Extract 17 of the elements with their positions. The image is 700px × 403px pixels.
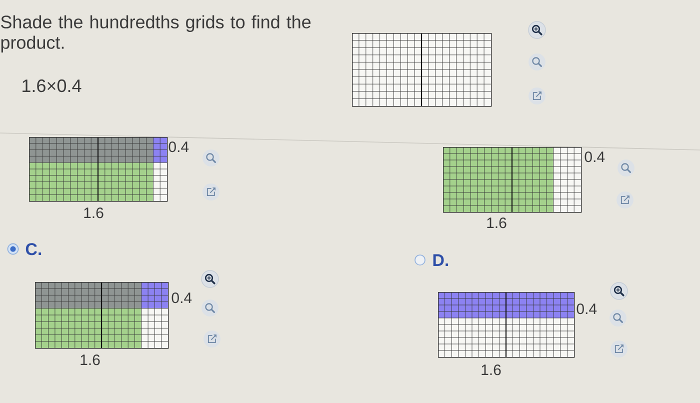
- hundredths-grid: [438, 292, 575, 358]
- option-letter: D.: [433, 254, 448, 266]
- hundredths-grid: [28, 136, 168, 202]
- side-length-label: 1.6: [84, 208, 104, 218]
- question-text: Shade the hundredths grids to find the product.: [1, 15, 311, 52]
- math-expression: 1.6×0.4: [22, 79, 82, 92]
- hundredths-grid: [352, 32, 492, 107]
- side-length-label: 0.4: [172, 292, 192, 304]
- side-length-label: 1.6: [80, 354, 100, 366]
- side-length-label: 1.6: [487, 218, 506, 228]
- hundredths-grid: [442, 146, 582, 213]
- side-length-label: 0.4: [576, 304, 597, 314]
- side-length-label: 1.6: [482, 364, 501, 376]
- hundredths-grid: [34, 282, 169, 349]
- option-letter: C.: [26, 243, 42, 256]
- side-length-label: 0.4: [584, 152, 605, 162]
- side-length-label: 0.4: [168, 142, 189, 152]
